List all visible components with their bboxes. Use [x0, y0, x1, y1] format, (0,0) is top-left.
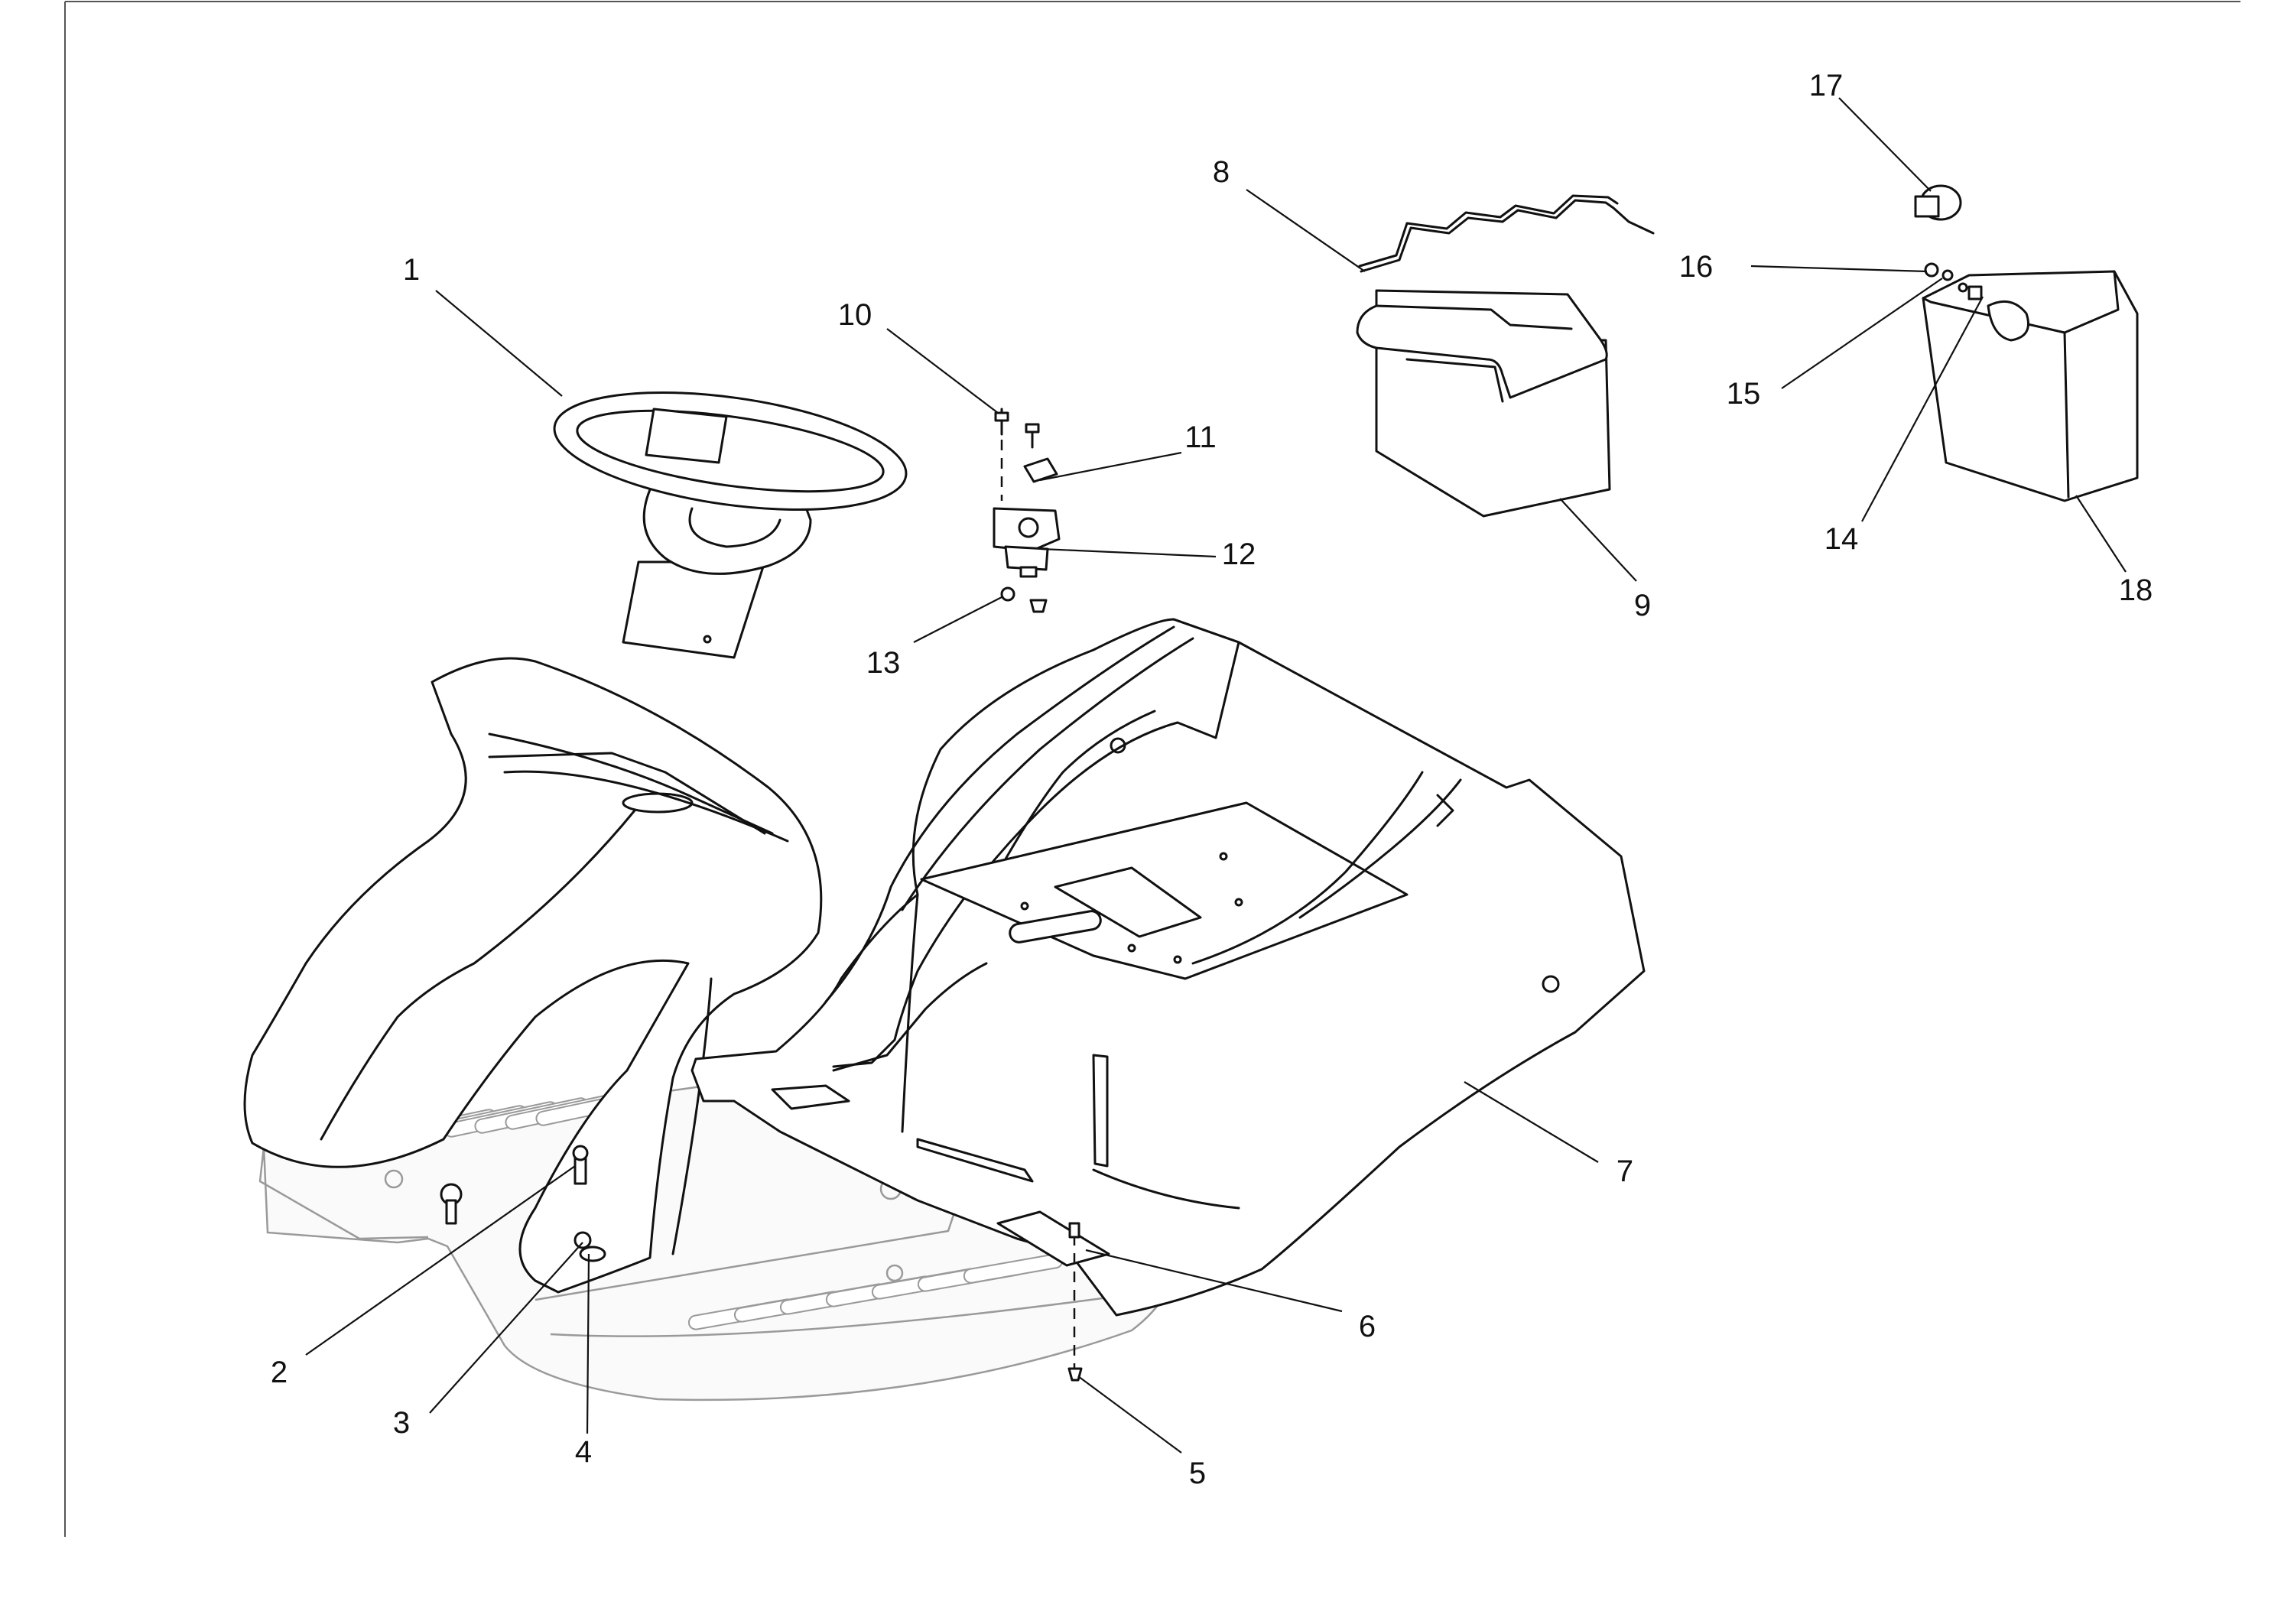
callout-9: 9	[1634, 589, 1651, 622]
leader-15	[1781, 278, 1943, 389]
leader-18	[2075, 495, 2127, 573]
page-frame	[64, 1, 2240, 1537]
leader-6	[1085, 1249, 1343, 1313]
screw-2	[572, 1145, 589, 1185]
leader-lines	[305, 97, 2127, 1453]
front-dash-cowl	[243, 657, 823, 1294]
callout-6: 6	[1359, 1310, 1376, 1343]
leader-4	[586, 1253, 590, 1434]
tread-slots-rear	[687, 1253, 1064, 1330]
callout-18: 18	[2119, 573, 2153, 607]
leader-5	[1077, 1376, 1182, 1453]
leader-12	[1041, 547, 1217, 558]
leader-8	[1246, 189, 1366, 272]
leader-13	[913, 596, 1004, 643]
leader-7	[1464, 1081, 1599, 1163]
callout-1: 1	[403, 253, 420, 287]
mount-strap-6	[996, 1210, 1110, 1267]
steering-wheel	[553, 391, 908, 659]
switch-bracket-11	[1023, 457, 1058, 483]
leader-3	[429, 1242, 583, 1414]
callout-3: 3	[393, 1406, 410, 1440]
nut-13	[1000, 586, 1048, 613]
callout-13: 13	[866, 646, 901, 680]
leader-10	[886, 328, 999, 414]
callout-4: 4	[575, 1435, 592, 1469]
ignition-switch-assembly	[993, 408, 1061, 613]
callout-7: 7	[1617, 1155, 1633, 1188]
callout-17: 17	[1809, 69, 1844, 102]
callout-14: 14	[1824, 522, 1859, 556]
leader-9	[1559, 498, 1637, 582]
callout-labels: 1 2 3 4 5 6 7 8 9 10 11 12 13 14 15 16 1…	[271, 69, 2153, 1490]
callout-11: 11	[1184, 421, 1217, 454]
callout-5: 5	[1189, 1457, 1206, 1490]
callout-2: 2	[271, 1356, 288, 1389]
bolt-4	[579, 1246, 606, 1262]
leader-17	[1838, 97, 1932, 192]
ignition-switch-12	[993, 507, 1061, 578]
leader-1	[435, 290, 563, 397]
callout-15: 15	[1727, 377, 1761, 411]
fuel-tank-18	[1922, 270, 2139, 502]
screw-10	[994, 408, 1040, 449]
leader-11	[1039, 451, 1182, 482]
leader-16	[1750, 265, 1928, 273]
callout-12: 12	[1222, 538, 1256, 571]
fuel-cap-17	[1914, 184, 1962, 221]
callout-10: 10	[838, 298, 872, 332]
rear-fender-7	[690, 618, 1646, 1317]
leader-2	[305, 1165, 576, 1356]
battery-tray-9	[1356, 289, 1611, 518]
washer-3	[574, 1231, 592, 1249]
fuel-fitting-14-16	[1924, 262, 1968, 293]
leader-14	[1861, 296, 1984, 522]
bolt-lower	[440, 1183, 463, 1225]
hold-down-rod-8	[1358, 194, 1655, 273]
callout-16: 16	[1679, 250, 1714, 284]
callout-8: 8	[1213, 155, 1230, 189]
